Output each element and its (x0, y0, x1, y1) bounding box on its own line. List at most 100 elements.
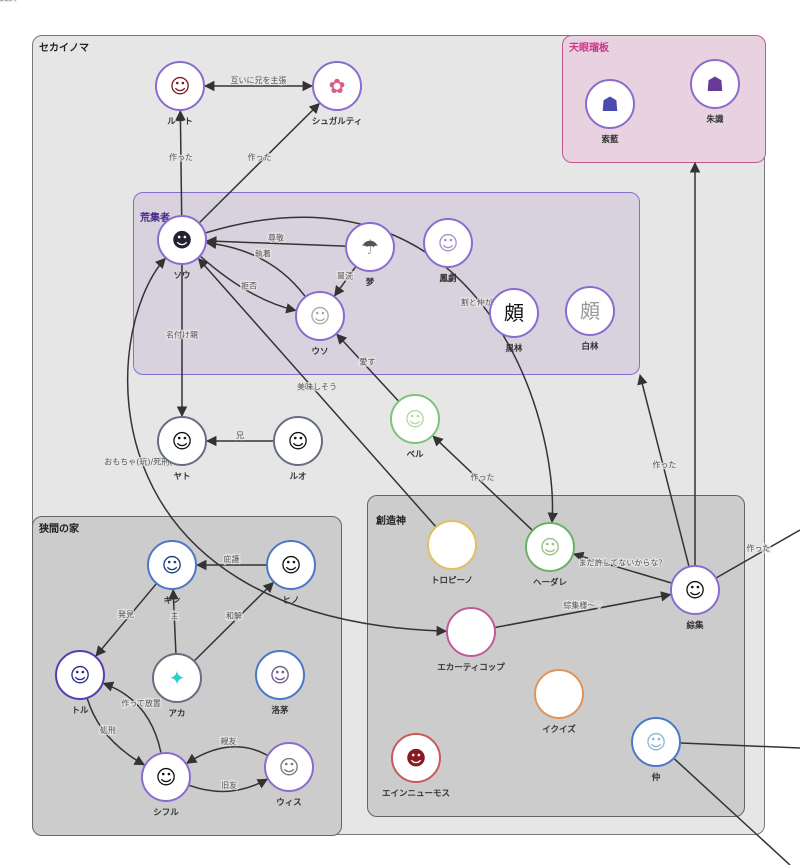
node-beru[interactable]: ☺ ベル (375, 394, 455, 460)
group-label-tengan: 天眼瑠板 (569, 43, 609, 54)
avatar-icon: 頗 (504, 301, 524, 325)
node-name: トロピーノ (431, 576, 473, 586)
avatar-icon: ☺ (404, 407, 426, 431)
avatar (427, 520, 477, 570)
edge-label: 情報提供 (0, 0, 16, 2)
node-name: 洛茅 (271, 706, 289, 716)
node-hakurin[interactable]: 頗白林 (550, 286, 630, 352)
avatar: ☺ (390, 394, 440, 444)
node-name: 索藍 (601, 135, 619, 145)
node-kokurin[interactable]: 頗黒林 (474, 288, 554, 354)
node-name: 綜集 (686, 621, 704, 631)
node-yume[interactable]: ☂梦 (330, 222, 410, 288)
avatar: ☺ (266, 540, 316, 590)
node-name: キン (163, 596, 181, 606)
group-label-kouseki: 荒集者 (140, 213, 170, 224)
node-name: シフル (153, 808, 179, 818)
node-name: エカーティコップ (437, 663, 505, 673)
avatar: ☺ (295, 291, 345, 341)
avatar-icon: ☺ (269, 663, 291, 687)
node-ikuizu[interactable]: イクイズ (519, 669, 599, 735)
node-name: 黒林 (505, 344, 523, 354)
node-wisu[interactable]: ☺ウィス (249, 742, 329, 808)
avatar: 頗 (489, 288, 539, 338)
avatar: ☺ (255, 650, 305, 700)
avatar-icon: ☺ (69, 663, 91, 687)
avatar: ☺ (155, 61, 205, 111)
avatar: ☺ (423, 218, 473, 268)
node-ryoushu[interactable]: ☺ 綜集 (655, 565, 735, 631)
avatar: ☻ (391, 733, 441, 783)
node-name: ベル (406, 450, 424, 460)
node-uso[interactable]: ☺ ウソ (280, 291, 360, 357)
node-name: ウソ (311, 347, 329, 357)
node-name: ルート (167, 117, 193, 127)
avatar: ☺ (273, 416, 323, 466)
node-kin[interactable]: ☺ キン (132, 540, 212, 606)
node-toropino[interactable]: トロピーノ (412, 520, 492, 586)
node-name: 仲 (651, 773, 661, 783)
avatar (534, 669, 584, 719)
node-ain[interactable]: ☻ エインニューモス (376, 733, 456, 799)
avatar-icon: ✦ (168, 666, 186, 690)
node-name: 鳳劇 (439, 274, 457, 284)
node-name: イクイズ (542, 725, 576, 735)
node-name: ルオ (289, 472, 307, 482)
avatar: ☂ (345, 222, 395, 272)
node-name: ヒノ (282, 596, 300, 606)
avatar-icon: ☺ (278, 755, 300, 779)
group-label-kyouai: 狭間の家 (39, 524, 79, 535)
avatar-icon: ☻ (171, 228, 193, 252)
node-name: 朱識 (706, 115, 724, 125)
avatar-icon: ☺ (280, 553, 302, 577)
node-aka[interactable]: ✦ アカ (137, 653, 217, 719)
avatar: ☺ (147, 540, 197, 590)
node-sou[interactable]: ☻ソウ (142, 215, 222, 281)
avatar: ☺ (670, 565, 720, 615)
node-name: 梦 (365, 278, 375, 288)
avatar-icon: 頗 (580, 299, 600, 323)
avatar: ✦ (152, 653, 202, 703)
node-hino[interactable]: ☺ ヒノ (251, 540, 331, 606)
avatar: ☺ (525, 522, 575, 572)
node-name: アカ (168, 709, 186, 719)
group-label-sekainoma: セカイノマ (39, 43, 89, 54)
avatar-icon: ☗ (706, 72, 724, 96)
avatar-icon: ☺ (645, 730, 667, 754)
avatar-icon: ☺ (309, 304, 331, 328)
node-ruo[interactable]: ☺ ルオ (258, 416, 338, 482)
node-hedare[interactable]: ☺ ヘーダレ (510, 522, 590, 588)
avatar-icon: ☂ (361, 235, 379, 259)
avatar: ☺ (631, 717, 681, 767)
avatar-icon: ☺ (437, 231, 459, 255)
node-shushiki[interactable]: ☗ 朱識 (675, 59, 755, 125)
avatar-icon: ☺ (169, 74, 191, 98)
avatar-icon: ☺ (155, 765, 177, 789)
node-name: エインニューモス (381, 789, 450, 799)
avatar-icon: ☺ (684, 578, 706, 602)
node-name: トル (71, 706, 89, 716)
node-ruto[interactable]: ☺ ルート (140, 61, 220, 127)
node-hougeki[interactable]: ☺ 鳳劇 (408, 218, 488, 284)
node-name: 白林 (581, 342, 599, 352)
avatar: ☻ (157, 215, 207, 265)
node-ekati[interactable]: エカーティコップ (431, 607, 511, 673)
avatar: 頗 (565, 286, 615, 336)
avatar-icon: ☺ (171, 429, 193, 453)
avatar-icon: ☺ (287, 429, 309, 453)
avatar: ☺ (141, 752, 191, 802)
node-naka[interactable]: ☺仲 (616, 717, 696, 783)
node-yato[interactable]: ☺ヤト (142, 416, 222, 482)
node-shifuru[interactable]: ☺ シフル (126, 752, 206, 818)
node-souran[interactable]: ☗ 索藍 (570, 79, 650, 145)
node-sugar[interactable]: ✿ シュガルティ (297, 61, 377, 127)
node-toru[interactable]: ☺ トル (40, 650, 120, 716)
avatar-icon: ✿ (328, 74, 346, 98)
node-name: ヘーダレ (532, 578, 567, 588)
avatar-icon: ☻ (405, 746, 427, 770)
avatar-icon: ☺ (161, 553, 183, 577)
node-name: シュガルティ (311, 117, 363, 127)
node-rakubou[interactable]: ☺ 洛茅 (240, 650, 320, 716)
avatar-icon: ☗ (601, 92, 619, 116)
